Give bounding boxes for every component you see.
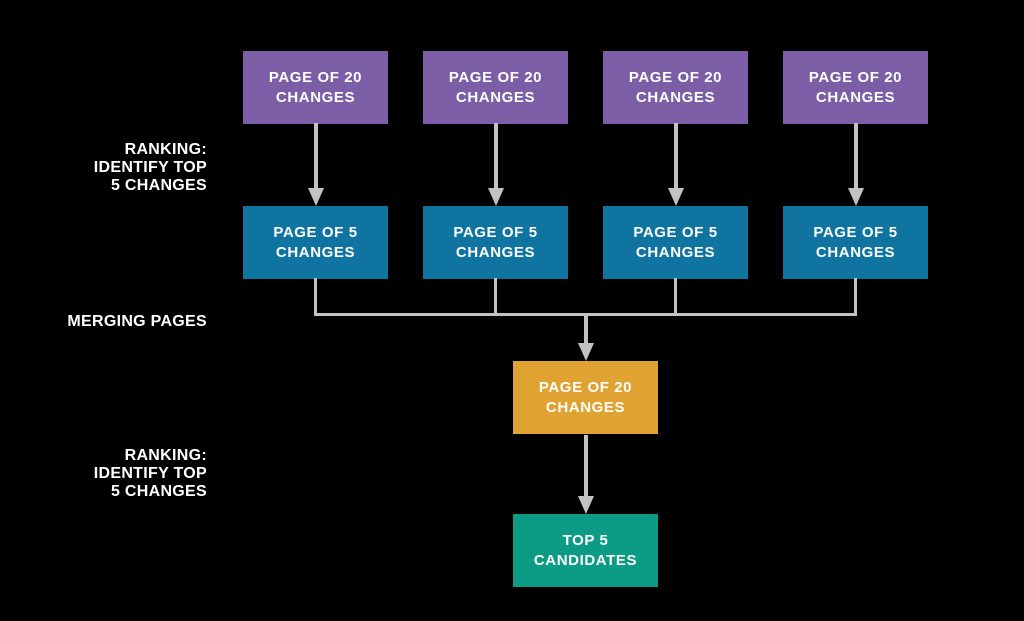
node-label-line: CHANGES (275, 243, 356, 261)
label-ranking-identify-top-5-upper: RANKING: IDENTIFY TOP 5 CHANGES (0, 141, 207, 195)
merge-connector-stub-4 (854, 278, 857, 316)
label-line: MERGING PAGES (67, 313, 207, 330)
node-label-line: PAGE OF 5 (453, 223, 538, 241)
down-arrow-icon-final (578, 435, 594, 514)
merge-connector-stub-2 (494, 278, 497, 316)
node-label-line: PAGE OF 20 (538, 378, 633, 396)
page-of-5-changes-box-4: PAGE OF 5 CHANGES (783, 206, 928, 279)
label-ranking-identify-top-5-lower: RANKING: IDENTIFY TOP 5 CHANGES (0, 447, 207, 501)
merge-connector-stub-1 (314, 278, 317, 316)
node-label-line: PAGE OF 20 (448, 68, 543, 86)
node-label-line: TOP 5 (562, 531, 609, 549)
top-5-candidates-box: TOP 5 CANDIDATES (513, 514, 658, 587)
label-line: RANKING: (124, 447, 207, 464)
node-label-line: CHANGES (635, 243, 716, 261)
page-of-20-changes-box-1: PAGE OF 20 CHANGES (243, 51, 388, 124)
label-line: RANKING: (124, 141, 207, 158)
node-label-line: PAGE OF 20 (808, 68, 903, 86)
node-label-line: PAGE OF 20 (268, 68, 363, 86)
node-label-line: CHANGES (815, 88, 896, 106)
label-line: 5 CHANGES (110, 483, 207, 500)
label-line: 5 CHANGES (110, 177, 207, 194)
node-label-line: CHANGES (455, 243, 536, 261)
down-arrow-icon-3 (668, 123, 684, 206)
node-label-line: PAGE OF 20 (628, 68, 723, 86)
page-of-5-changes-box-1: PAGE OF 5 CHANGES (243, 206, 388, 279)
node-label-line: CANDIDATES (533, 551, 638, 569)
node-label-line: PAGE OF 5 (273, 223, 358, 241)
page-of-5-changes-box-3: PAGE OF 5 CHANGES (603, 206, 748, 279)
down-arrow-icon-4 (848, 123, 864, 206)
page-of-20-changes-box-2: PAGE OF 20 CHANGES (423, 51, 568, 124)
node-label-line: CHANGES (545, 398, 626, 416)
node-label-line: CHANGES (275, 88, 356, 106)
node-label-line: CHANGES (455, 88, 536, 106)
merged-page-of-20-changes-box: PAGE OF 20 CHANGES (513, 361, 658, 434)
down-arrow-icon-merge (578, 314, 594, 361)
down-arrow-icon-1 (308, 123, 324, 206)
node-label-line: CHANGES (815, 243, 896, 261)
down-arrow-icon-2 (488, 123, 504, 206)
label-line: IDENTIFY TOP (93, 159, 207, 176)
label-merging-pages: MERGING PAGES (0, 313, 207, 331)
page-of-5-changes-box-2: PAGE OF 5 CHANGES (423, 206, 568, 279)
merge-connector-stub-3 (674, 278, 677, 316)
node-label-line: CHANGES (635, 88, 716, 106)
node-label-line: PAGE OF 5 (813, 223, 898, 241)
node-label-line: PAGE OF 5 (633, 223, 718, 241)
page-of-20-changes-box-4: PAGE OF 20 CHANGES (783, 51, 928, 124)
page-of-20-changes-box-3: PAGE OF 20 CHANGES (603, 51, 748, 124)
label-line: IDENTIFY TOP (93, 465, 207, 482)
